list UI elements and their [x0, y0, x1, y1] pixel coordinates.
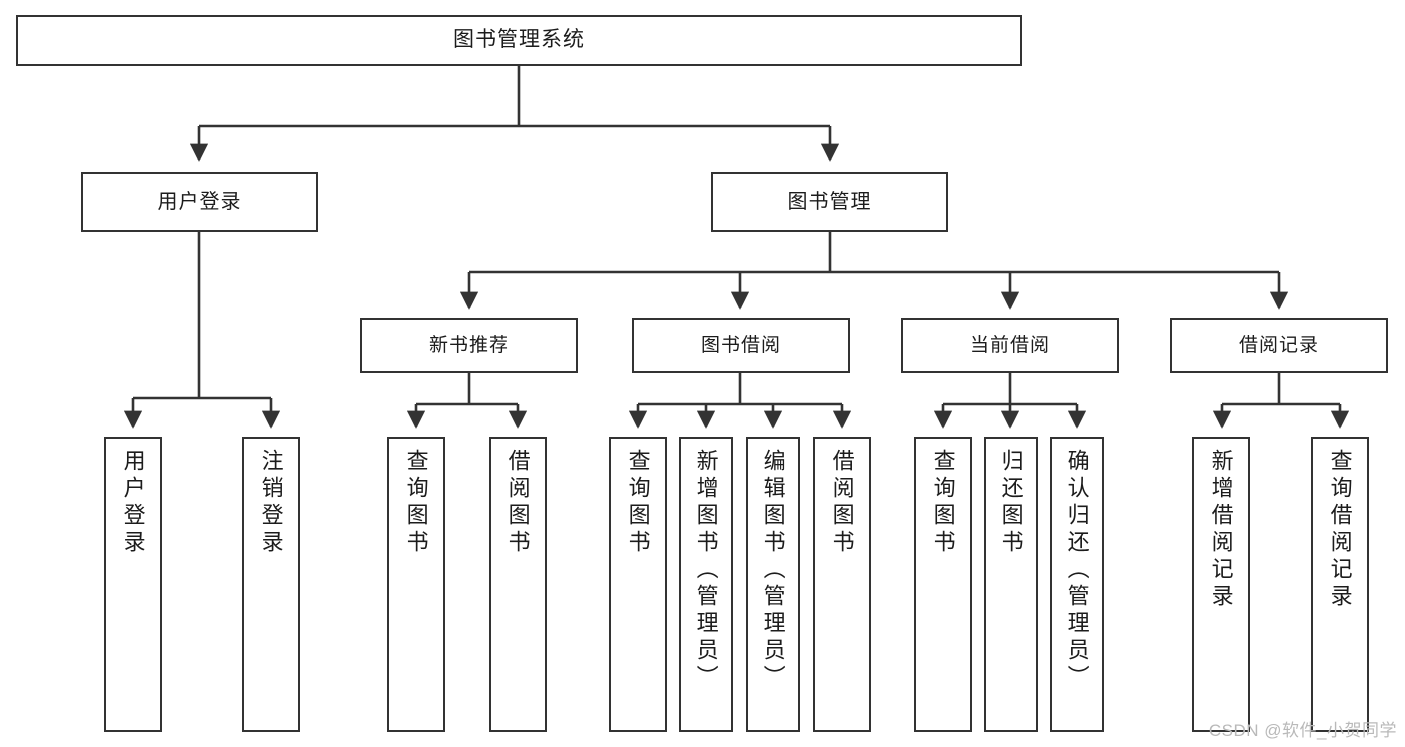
leaf-user-login-label: 用户登录 [120, 449, 146, 557]
watermark-text: CSDN @软件_小贺同学 [1208, 721, 1397, 740]
leaf-confirm-return[interactable]: 确认归还（管理员） [1050, 437, 1104, 732]
node-borrow-record-label: 借阅记录 [1238, 334, 1319, 356]
leaf-logout[interactable]: 注销登录 [242, 437, 300, 732]
node-root[interactable]: 图书管理系统 [16, 15, 1022, 66]
leaf-borrow-book-2[interactable]: 借阅图书 [813, 437, 871, 732]
node-book-manage[interactable]: 图书管理 [711, 172, 948, 232]
node-root-label: 图书管理系统 [453, 28, 585, 52]
node-current-borrow[interactable]: 当前借阅 [901, 318, 1119, 373]
leaf-query-book-1[interactable]: 查询图书 [387, 437, 445, 732]
node-book-borrow-label: 图书借阅 [700, 334, 781, 356]
node-book-manage-label: 图书管理 [787, 190, 872, 213]
node-new-book-recommend[interactable]: 新书推荐 [360, 318, 578, 373]
leaf-borrow-book-2-label: 借阅图书 [829, 449, 855, 557]
leaf-logout-label: 注销登录 [258, 449, 284, 557]
leaf-query-book-3[interactable]: 查询图书 [914, 437, 972, 732]
leaf-edit-book[interactable]: 编辑图书（管理员） [746, 437, 800, 732]
leaf-query-book-1-label: 查询图书 [403, 449, 429, 557]
leaf-borrow-book-1[interactable]: 借阅图书 [489, 437, 547, 732]
leaf-confirm-return-label: 确认归还（管理员） [1064, 449, 1090, 692]
node-user-login-label: 用户登录 [157, 190, 242, 213]
leaf-query-book-2-label: 查询图书 [625, 449, 651, 557]
leaf-add-record-label: 新增借阅记录 [1208, 449, 1234, 611]
node-new-book-recommend-label: 新书推荐 [428, 334, 509, 356]
leaf-query-book-3-label: 查询图书 [930, 449, 956, 557]
leaf-add-record[interactable]: 新增借阅记录 [1192, 437, 1250, 732]
node-user-login[interactable]: 用户登录 [81, 172, 318, 232]
leaf-edit-book-label: 编辑图书（管理员） [760, 449, 786, 692]
leaf-query-book-2[interactable]: 查询图书 [609, 437, 667, 732]
node-book-borrow[interactable]: 图书借阅 [632, 318, 850, 373]
leaf-add-book-label: 新增图书（管理员） [693, 449, 719, 692]
leaf-user-login[interactable]: 用户登录 [104, 437, 162, 732]
leaf-add-book[interactable]: 新增图书（管理员） [679, 437, 733, 732]
leaf-return-book[interactable]: 归还图书 [984, 437, 1038, 732]
leaf-borrow-book-1-label: 借阅图书 [505, 449, 531, 557]
leaf-return-book-label: 归还图书 [998, 449, 1024, 557]
node-current-borrow-label: 当前借阅 [969, 334, 1050, 356]
leaf-query-record[interactable]: 查询借阅记录 [1311, 437, 1369, 732]
leaf-query-record-label: 查询借阅记录 [1327, 449, 1353, 611]
node-borrow-record[interactable]: 借阅记录 [1170, 318, 1388, 373]
